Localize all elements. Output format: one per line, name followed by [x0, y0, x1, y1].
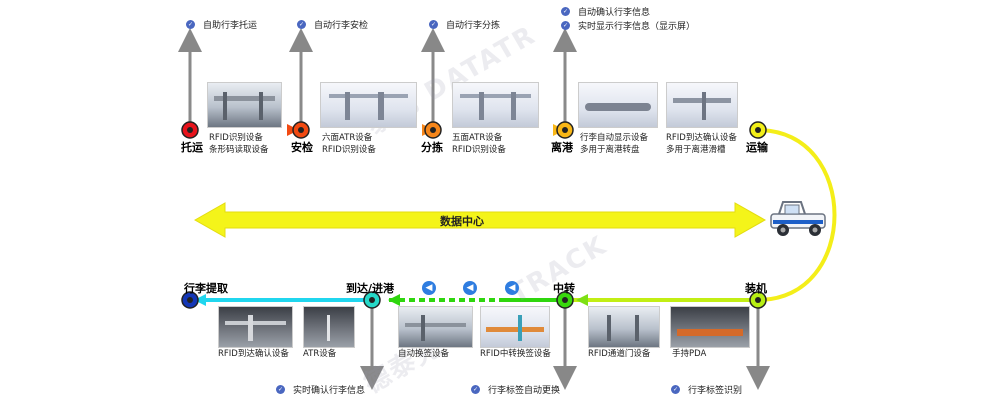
check-icon: ✓ — [276, 385, 285, 394]
flow-arrowhead — [194, 294, 206, 306]
label-security: 安检 — [291, 141, 313, 154]
device-gate-rfid: RFID通道门设备 — [588, 349, 651, 359]
photo-atr5-device — [452, 82, 539, 128]
photo-display-carousel — [578, 82, 658, 128]
note-departure-1: ✓ 自动确认行李信息 — [561, 7, 651, 18]
left-arrow-icon: ◀ — [422, 281, 436, 295]
devices-departure: 行李自动显示设备 多用于离港转盘 — [580, 133, 649, 155]
right-curve-line — [757, 128, 837, 302]
photo-arrival-rfid — [218, 306, 293, 348]
photo-arrival-atr — [303, 306, 355, 348]
flow-arrowhead — [388, 294, 400, 306]
photo-rfid-chute — [666, 82, 738, 128]
note-loading: ✓ 行李标签识别 — [671, 385, 743, 396]
label-arrival: 到达/进港 — [346, 282, 395, 295]
photo-handheld-pda — [670, 306, 750, 348]
note-transfer: ✓ 行李标签自动更换 — [471, 385, 561, 396]
devices-sorting: 五面ATR设备 RFID识别设备 — [452, 133, 506, 155]
label-transport: 运输 — [746, 141, 768, 154]
check-icon: ✓ — [561, 7, 570, 16]
check-icon: ✓ — [561, 21, 570, 30]
note-checkin: ✓ 自助行李托运 — [186, 20, 258, 31]
data-center-label: 数据中心 — [440, 215, 484, 228]
device-arrival-rfid: RFID到达确认设备 — [218, 349, 289, 359]
note-departure-2: ✓ 实时显示行李信息（显示屏） — [561, 21, 696, 32]
label-transfer: 中转 — [553, 282, 575, 295]
devices-transport: RFID到达确认设备 多用于离港滑槽 — [666, 133, 737, 155]
devices-checkin: RFID识别设备 条形码读取设备 — [209, 133, 269, 155]
note-sorting: ✓ 自动行李分拣 — [429, 20, 501, 31]
flow-arrowhead — [576, 294, 588, 306]
note-security: ✓ 自动行李安检 — [297, 20, 369, 31]
devices-security: 六面ATR设备 RFID识别设备 — [322, 133, 376, 155]
photo-checkin-device — [207, 82, 282, 128]
left-arrow-icon: ◀ — [505, 281, 519, 295]
check-icon: ✓ — [297, 20, 306, 29]
device-transfer-rfid: RFID中转换签设备 — [480, 349, 551, 359]
photo-gate-rfid — [588, 306, 660, 348]
device-handheld-pda: 手持PDA — [672, 349, 707, 359]
photo-auto-relabel — [398, 306, 473, 348]
label-claim: 行李提取 — [184, 282, 228, 295]
check-icon: ✓ — [471, 385, 480, 394]
device-auto-relabel: 自动换签设备 — [398, 349, 450, 359]
device-arrival-atr: ATR设备 — [303, 349, 337, 359]
left-arrow-icon: ◀ — [463, 281, 477, 295]
data-center-arrow — [193, 202, 767, 238]
check-icon: ✓ — [429, 20, 438, 29]
check-icon: ✓ — [186, 20, 195, 29]
baggage-tractor-icon — [770, 201, 826, 236]
label-checkin: 托运 — [181, 141, 203, 154]
photo-atr6-device — [320, 82, 417, 128]
label-sorting: 分拣 — [421, 141, 443, 154]
photo-transfer-rfid — [480, 306, 550, 348]
label-loading: 装机 — [745, 282, 767, 295]
note-arrival: ✓ 实时确认行李信息 — [276, 385, 366, 396]
label-departure: 离港 — [551, 141, 573, 154]
check-icon: ✓ — [671, 385, 680, 394]
